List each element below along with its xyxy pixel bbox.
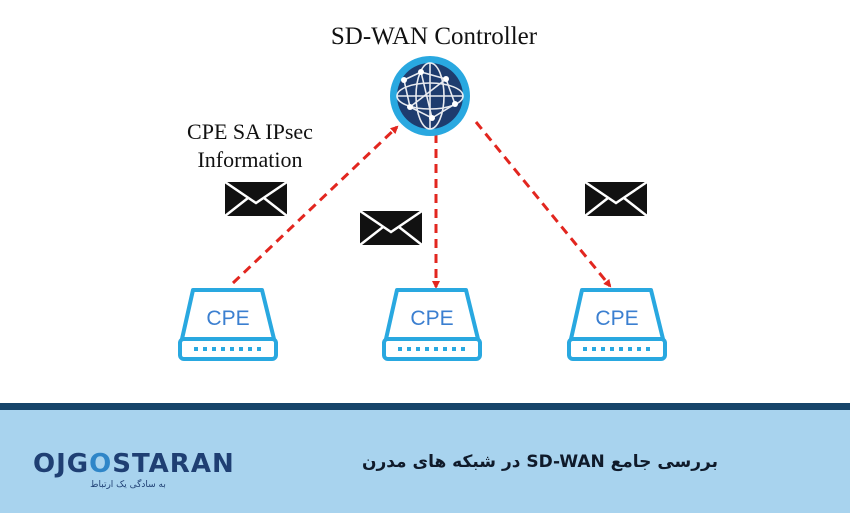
envelope-icon bbox=[584, 180, 648, 217]
router-device-icon bbox=[567, 288, 667, 361]
article-title: بررسی جامع SD-WAN در شبکه های مدرن bbox=[361, 452, 718, 472]
router-device-icon bbox=[382, 288, 482, 361]
arrows bbox=[231, 121, 612, 289]
logo-wordmark: OJGOSTARAN bbox=[33, 449, 235, 479]
logo-suffix: STARAN bbox=[112, 449, 235, 479]
logo-prefix: OJG bbox=[33, 449, 90, 479]
cpe-device-right: CPE bbox=[567, 288, 667, 361]
brand-logo[interactable]: OJGOSTARAN به سادگی یک ارتباط bbox=[33, 449, 235, 496]
envelope-icon bbox=[359, 209, 423, 246]
logo-tagline: به سادگی یک ارتباط bbox=[90, 480, 166, 490]
info-label-line1: CPE SA IPsec bbox=[187, 119, 313, 144]
logo-o-letter: O bbox=[89, 449, 113, 479]
controller-label: SD-WAN Controller bbox=[331, 23, 538, 50]
envelope-icon bbox=[224, 180, 288, 217]
footer-banner: OJGOSTARAN به سادگی یک ارتباط بررسی جامع… bbox=[0, 410, 850, 513]
cpe-label: CPE bbox=[206, 307, 249, 330]
router-device-icon bbox=[178, 288, 278, 361]
info-label-line2: Information bbox=[197, 147, 302, 172]
cpe-device-center: CPE bbox=[382, 288, 482, 361]
cpe-label: CPE bbox=[595, 307, 638, 330]
cpe-device-left: CPE bbox=[178, 288, 278, 361]
sdwan-diagram: SD-WAN Controller CPE SA IPsec Informati… bbox=[178, 23, 667, 361]
globe-network-icon bbox=[390, 56, 470, 136]
arrow-left-to-controller bbox=[231, 125, 399, 285]
footer-divider bbox=[0, 403, 850, 410]
cpe-label: CPE bbox=[410, 307, 453, 330]
arrow-controller-to-right bbox=[474, 121, 612, 288]
